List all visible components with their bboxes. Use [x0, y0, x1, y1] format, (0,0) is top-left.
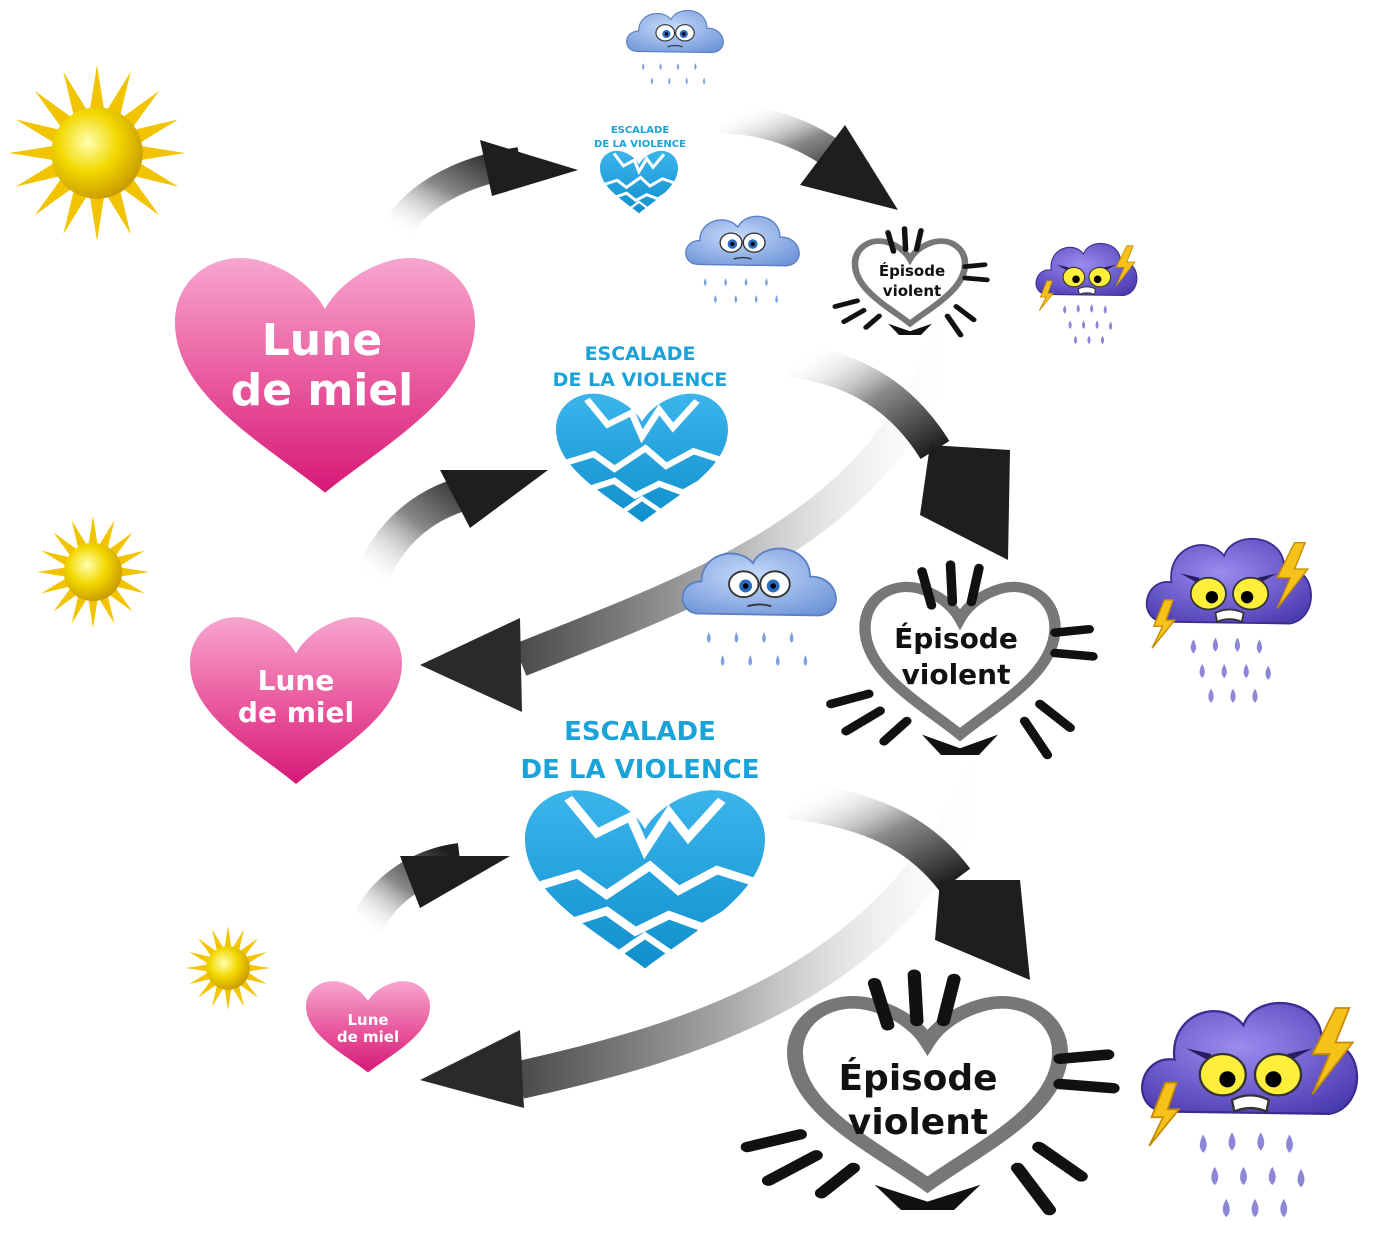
violent-small-line1: Épisode	[879, 261, 945, 280]
cycle-arrows	[349, 103, 1030, 1108]
honeymoon-small-line1: Lune	[347, 1011, 388, 1029]
violent-large-line1: Épisode	[838, 1057, 997, 1099]
arrow-down-3	[787, 781, 971, 892]
arrowhead-down-2	[920, 445, 1010, 560]
back-arrow-1	[513, 295, 977, 676]
violent-medium-line2: violent	[902, 658, 1011, 691]
honeymoon-small-line2: de miel	[337, 1028, 399, 1046]
arrowhead-up-1	[480, 140, 578, 196]
broken-heart-medium	[556, 394, 728, 523]
angry-cloud-icon-medium	[1145, 537, 1312, 704]
arrowhead-down-1	[800, 125, 898, 210]
arrowhead-down-3	[935, 880, 1030, 980]
arrow-down-2	[787, 343, 950, 460]
honeymoon-medium-line1: Lune	[258, 664, 335, 697]
arrowhead-back-2	[420, 1030, 524, 1108]
sun-icon-medium	[37, 516, 150, 628]
violent-large-line2: violent	[848, 1102, 988, 1143]
escalation-medium-line2: DE LA VIOLENCE	[553, 369, 728, 391]
sad-cloud-icon-large	[681, 547, 837, 667]
broken-heart-large	[525, 790, 765, 968]
arrowhead-up-2	[440, 470, 548, 528]
honeymoon-medium-line2: de miel	[238, 696, 354, 729]
honeymoon-large-line1: Lune	[262, 315, 383, 366]
escalation-large-line2: DE LA VIOLENCE	[521, 755, 760, 785]
sun-icon-small	[186, 926, 270, 1010]
escalation-small-line1: ESCALADE	[611, 125, 670, 136]
escalation-large-line1: ESCALADE	[564, 717, 716, 747]
angry-cloud-icon-small	[1035, 242, 1138, 345]
sad-cloud-icon-small	[626, 9, 724, 86]
broken-heart-small	[600, 151, 678, 214]
violent-medium-line1: Épisode	[894, 621, 1018, 655]
honeymoon-large-line2: de miel	[231, 365, 414, 416]
arrowhead-up-3	[400, 856, 510, 908]
escalation-medium-line1: ESCALADE	[585, 343, 696, 365]
escalation-small-line2: DE LA VIOLENCE	[594, 139, 686, 150]
angry-cloud-icon-large	[1141, 1001, 1359, 1219]
arrowhead-back-1	[420, 618, 522, 712]
sun-icon-large	[9, 65, 186, 241]
sad-cloud-icon-medium	[685, 215, 800, 304]
violent-small-line2: violent	[883, 282, 941, 300]
